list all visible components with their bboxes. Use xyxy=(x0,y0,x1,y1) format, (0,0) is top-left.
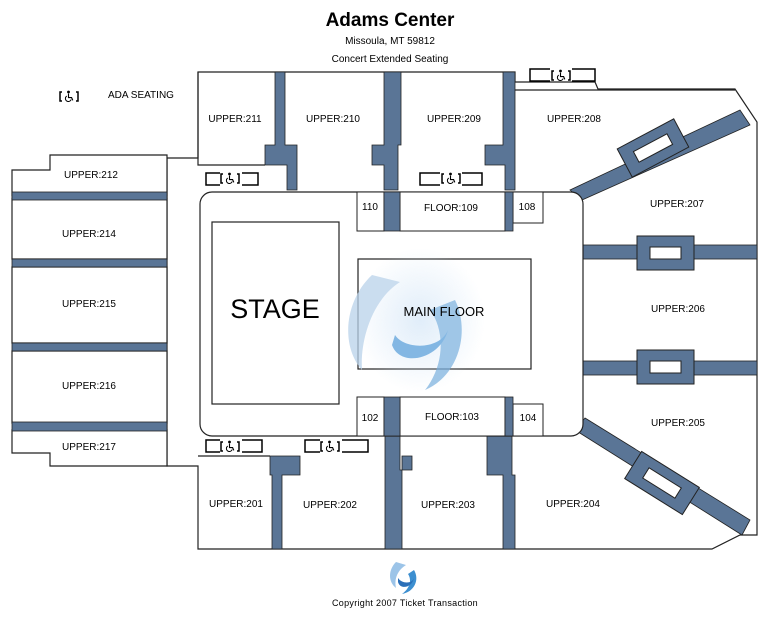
ticket-transaction-logo xyxy=(390,562,417,594)
main-floor-label: MAIN FLOOR xyxy=(404,304,485,319)
left-sections xyxy=(11,154,168,467)
section-floor-103[interactable]: FLOOR:103 xyxy=(425,412,479,423)
section-floor-104[interactable]: 104 xyxy=(520,413,537,424)
venue-configuration: Concert Extended Seating xyxy=(331,54,449,65)
section-upper-214[interactable]: UPPER:214 xyxy=(62,229,116,240)
section-upper-205[interactable]: UPPER:205 xyxy=(651,418,705,429)
ada-legend-label: ADA SEATING xyxy=(108,90,174,101)
venue-title: Adams Center xyxy=(325,10,455,31)
section-upper-208[interactable]: UPPER:208 xyxy=(547,114,601,125)
section-upper-212[interactable]: UPPER:212 xyxy=(64,170,118,181)
section-upper-216[interactable]: UPPER:216 xyxy=(62,381,116,392)
section-floor-102[interactable]: 102 xyxy=(362,413,379,424)
floor-sections xyxy=(356,191,544,437)
stage-label: STAGE xyxy=(230,294,320,324)
section-upper-209[interactable]: UPPER:209 xyxy=(427,114,481,125)
section-upper-203[interactable]: UPPER:203 xyxy=(421,500,475,511)
section-upper-217[interactable]: UPPER:217 xyxy=(62,442,116,453)
section-upper-201[interactable]: UPPER:201 xyxy=(209,499,263,510)
section-upper-215[interactable]: UPPER:215 xyxy=(62,299,116,310)
section-upper-207[interactable]: UPPER:207 xyxy=(650,199,704,210)
section-upper-206[interactable]: UPPER:206 xyxy=(651,304,705,315)
venue-location: Missoula, MT 59812 xyxy=(345,36,435,47)
section-upper-210[interactable]: UPPER:210 xyxy=(306,114,360,125)
section-floor-109[interactable]: FLOOR:109 xyxy=(424,203,478,214)
stage[interactable] xyxy=(211,221,340,405)
section-upper-204[interactable]: UPPER:204 xyxy=(546,499,600,510)
section-upper-202[interactable]: UPPER:202 xyxy=(303,500,357,511)
section-upper-211[interactable]: UPPER:211 xyxy=(208,114,262,125)
section-floor-110[interactable]: 110 xyxy=(362,202,378,213)
watermark-logo xyxy=(348,248,485,392)
section-floor-108[interactable]: 108 xyxy=(519,202,536,213)
copyright-footer: Copyright 2007 Ticket Transaction xyxy=(332,598,478,608)
